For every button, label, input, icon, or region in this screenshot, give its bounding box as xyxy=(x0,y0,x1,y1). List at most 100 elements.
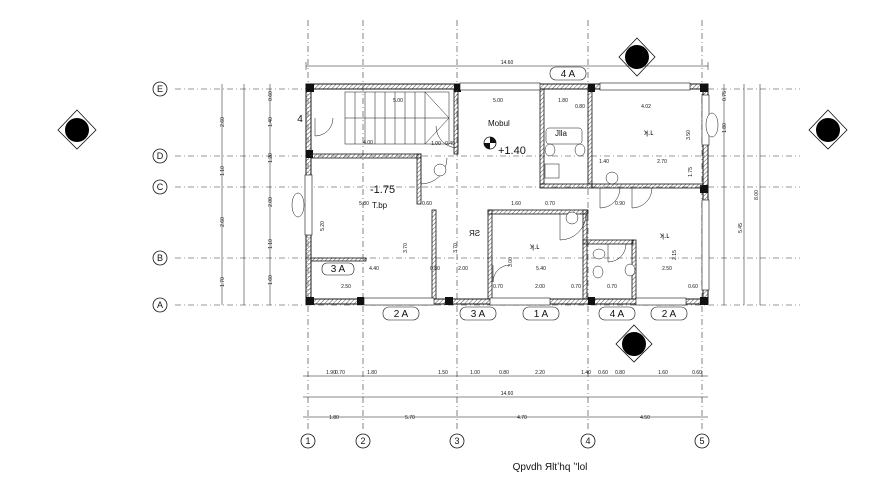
room-label-bed1: ʞ.ʟ xyxy=(644,128,653,137)
section-tag-top xyxy=(549,66,587,81)
section-tag-2a-right xyxy=(650,306,688,321)
dim-hall-depth: 3.70 xyxy=(453,243,459,253)
dim-hall-1: 1.40 xyxy=(599,159,609,165)
dim-wall-6: 0.70 xyxy=(607,284,617,290)
dim-right-2: 1.80 xyxy=(722,123,728,133)
section-tag-inner xyxy=(321,262,355,276)
dim-wall-2: 2.00 xyxy=(458,266,468,272)
level-main: -1.75 xyxy=(370,184,395,196)
dim-landing: 1.00 xyxy=(431,141,441,147)
dim-bed1-width: 4.02 xyxy=(641,104,651,110)
grid-col-2-marker: 2 xyxy=(355,433,371,449)
grid-row-b-marker: B xyxy=(152,250,168,266)
dim-bed3-width: 2.50 xyxy=(662,266,672,272)
drawing-title: Qpvdh Яltʼhq ʼ'lol xyxy=(513,462,588,473)
dim-left-3: 2.60 xyxy=(220,217,226,227)
dim-stair-width: 5.00 xyxy=(393,98,403,104)
grid-row-e-marker: E xyxy=(152,81,168,97)
dim-right-3: 1.75 xyxy=(688,167,694,177)
room-label-bath: Jlla xyxy=(555,129,568,138)
svg-text:1: 1 xyxy=(305,436,310,446)
dim-axis-1-2: 1.80 xyxy=(329,415,339,421)
staircase xyxy=(344,91,450,145)
grid-row-c-marker: C xyxy=(152,179,168,195)
section-tag-1a xyxy=(522,306,560,321)
dim-left-4: 1.70 xyxy=(220,277,226,287)
sanitary-fixtures xyxy=(291,112,719,279)
dimension-lines xyxy=(221,62,761,418)
dim-bottom-2: 0.70 xyxy=(335,370,345,376)
dim-bottom-4: 1.50 xyxy=(438,370,448,376)
dim-wall-4: 2.00 xyxy=(535,284,545,290)
svg-text:B: B xyxy=(157,253,163,263)
dim-overall-width-bottom: 14.60 xyxy=(501,391,514,397)
svg-text:3: 3 xyxy=(454,436,459,446)
section-tag-4a xyxy=(598,306,636,321)
door-swings xyxy=(314,117,653,283)
dim-wall-5: 0.70 xyxy=(571,284,581,290)
dim-bed1-depth: 3.50 xyxy=(686,130,692,140)
dim-landing-sub: 0.40 xyxy=(445,141,455,147)
dim-kitchen-width: 4.40 xyxy=(369,266,379,272)
dim-corridor: 1.60 xyxy=(511,201,521,207)
dim-bath-sub: 0.80 xyxy=(575,104,585,110)
dim-hall-2: 2.70 xyxy=(657,159,667,165)
dim-bath-top: 1.80 xyxy=(558,98,568,104)
section-tags xyxy=(321,66,688,321)
dim-left-inner-1: 1.40 xyxy=(268,117,274,127)
dim-left-inner-3: 2.00 xyxy=(268,197,274,207)
room-label-bed2: ʞ.ʟ xyxy=(530,242,539,251)
dim-bottom-5: 1.00 xyxy=(470,370,480,376)
svg-text:4: 4 xyxy=(585,436,590,446)
dim-bed2-depth: 3.00 xyxy=(508,257,514,267)
dim-left-inner-5: 1.60 xyxy=(268,275,274,285)
level-mobul: +1.40 xyxy=(498,145,526,157)
dim-bottom-7: 2.20 xyxy=(535,370,545,376)
dim-overall-width: 14.60 xyxy=(501,60,514,66)
dim-left-1: 2.60 xyxy=(220,117,226,127)
grid-row-d-marker: D xyxy=(152,148,168,164)
dim-bottom-3: 1.80 xyxy=(367,370,377,376)
room-label-mobul: Mobul xyxy=(488,119,510,128)
section-label-top: 4 A xyxy=(561,69,576,80)
north-marker-top xyxy=(618,37,656,77)
dim-bed2-width: 5.40 xyxy=(536,266,546,272)
dim-bottom-6: 0.80 xyxy=(499,370,509,376)
stair-number: 4 xyxy=(297,114,303,125)
dim-bed3-depth: 2.15 xyxy=(672,250,678,260)
grid-row-markers: E D C B A xyxy=(152,81,168,313)
dim-bottom-11: 1.60 xyxy=(658,370,668,376)
structural-columns xyxy=(306,84,708,305)
dim-bath2: 0.90 xyxy=(615,201,625,207)
svg-text:2: 2 xyxy=(360,436,365,446)
section-label-4a: 4 A xyxy=(610,309,625,320)
dim-left-2: 1.10 xyxy=(220,166,226,176)
section-tag-3a xyxy=(459,306,497,321)
section-tag-2a-left xyxy=(382,306,420,321)
dim-corridor-sub: 0.70 xyxy=(545,201,555,207)
dim-living-depth: 5.20 xyxy=(320,221,326,231)
outer-walls xyxy=(305,83,709,305)
svg-text:D: D xyxy=(157,151,164,161)
grid-col-1-marker: 1 xyxy=(300,433,316,449)
north-marker-left xyxy=(57,109,97,150)
grid-col-markers: 1 2 3 4 5 xyxy=(300,433,710,449)
grid-col-4-marker: 4 xyxy=(580,433,596,449)
north-marker-bottom xyxy=(615,324,653,363)
room-label-hall: ЯƧ xyxy=(469,229,480,238)
dim-bottom-8: 1.40 xyxy=(581,370,591,376)
dim-wall-7: 0.60 xyxy=(688,284,698,290)
dim-right-1: 0.75 xyxy=(722,91,728,101)
dim-bottom-10: 0.80 xyxy=(615,370,625,376)
dim-kitchen-sub: 2.50 xyxy=(341,284,351,290)
dim-bottom-1: 1.90 xyxy=(326,370,336,376)
interior-walls xyxy=(310,88,704,300)
svg-text:C: C xyxy=(157,182,164,192)
grid-col-5-marker: 5 xyxy=(694,433,710,449)
dim-mobul-width: 5.00 xyxy=(493,98,503,104)
dim-right-total: 8.00 xyxy=(754,190,760,200)
dim-left-inner-4: 1.10 xyxy=(268,239,274,249)
dim-left-top-small: 0.60 xyxy=(268,91,274,101)
north-marker-right xyxy=(808,109,848,150)
